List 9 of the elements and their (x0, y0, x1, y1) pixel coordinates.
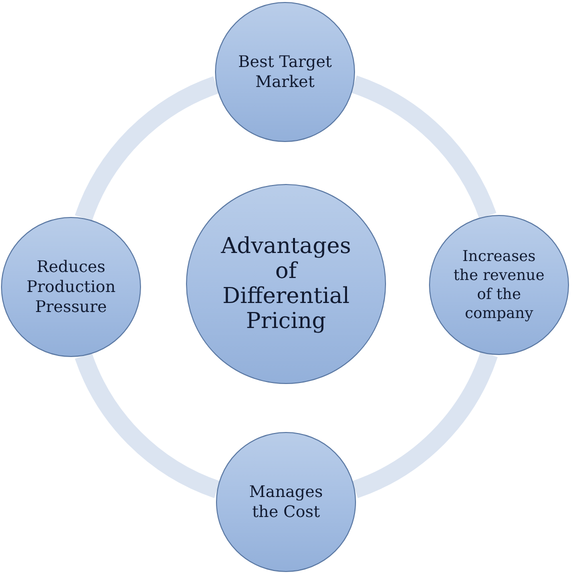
node-label: Advantages of Differential Pricing (220, 234, 352, 334)
ring-arc (352, 350, 498, 498)
node-label: Best Target Market (237, 52, 333, 92)
node-label: Reduces Production Pressure (25, 257, 117, 317)
ring-arc (350, 76, 496, 220)
ring-arc (75, 76, 220, 222)
node-label: Manages the Cost (248, 482, 324, 522)
node-label: Increases the revenue of the company (452, 247, 546, 323)
ring-arc (75, 352, 220, 498)
